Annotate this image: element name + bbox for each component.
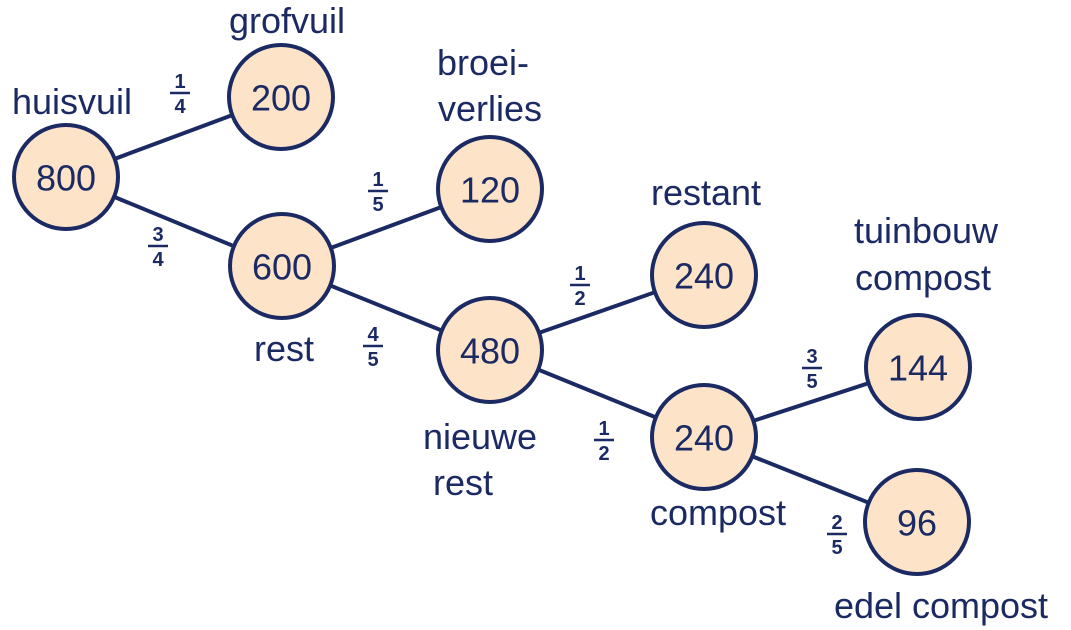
node-value: 600 [252, 247, 312, 288]
label-nieuwe-rest-line2: rest [433, 462, 493, 503]
label-grofvuil: grofvuil [229, 0, 345, 41]
fraction-numerator: 4 [367, 324, 379, 346]
node-n200: 200 [227, 43, 335, 151]
fraction-4-5: 45 [363, 324, 383, 371]
node-value: 240 [674, 418, 734, 459]
fraction-3-5: 35 [802, 346, 822, 393]
fraction-numerator: 1 [174, 71, 185, 93]
label-tuinbouw-line2: compost [855, 257, 991, 298]
node-n240b: 240 [650, 383, 758, 491]
node-n800: 800 [12, 123, 120, 231]
node-circle [863, 468, 971, 576]
fraction-numerator: 1 [372, 169, 383, 191]
fraction-3-4: 34 [148, 224, 168, 271]
fraction-numerator: 2 [831, 512, 842, 534]
label-nieuwe-rest-line1: nieuwe [423, 416, 537, 457]
node-value: 144 [888, 348, 948, 389]
node-value: 120 [460, 170, 520, 211]
node-n600: 600 [228, 212, 336, 320]
node-value: 480 [460, 331, 520, 372]
node-value: 240 [674, 256, 734, 297]
fraction-denominator: 5 [806, 371, 817, 393]
node-circle [227, 43, 335, 151]
label-edel-compost: edel compost [834, 585, 1048, 626]
node-n120: 120 [436, 135, 544, 243]
node-n480: 480 [436, 296, 544, 404]
labels-layer: huisvuil grofvuil broei- verlies rest re… [12, 0, 1048, 626]
node-n240a: 240 [650, 221, 758, 329]
label-huisvuil: huisvuil [12, 81, 132, 122]
fraction-denominator: 5 [831, 537, 842, 559]
fraction-1-2: 12 [594, 418, 614, 465]
node-circle [650, 221, 758, 329]
label-broeiverlies-line2: verlies [438, 88, 542, 129]
fraction-numerator: 3 [152, 224, 163, 246]
fraction-1-2: 12 [570, 263, 590, 310]
fraction-denominator: 2 [574, 288, 585, 310]
label-rest: rest [254, 328, 314, 369]
fraction-denominator: 5 [372, 194, 383, 216]
fraction-1-5: 15 [368, 169, 388, 216]
node-n96: 96 [863, 468, 971, 576]
fraction-denominator: 5 [367, 349, 378, 371]
fraction-denominator: 4 [174, 96, 186, 118]
fraction-1-4: 14 [170, 71, 190, 118]
node-circle [864, 313, 972, 421]
node-circle [650, 383, 758, 491]
fraction-numerator: 1 [598, 418, 609, 440]
node-value: 200 [251, 78, 311, 119]
node-n144: 144 [864, 313, 972, 421]
fraction-numerator: 1 [574, 263, 585, 285]
fraction-2-5: 25 [827, 512, 847, 559]
label-restant: restant [651, 172, 761, 213]
node-circle [436, 135, 544, 243]
node-circle [228, 212, 336, 320]
node-value: 96 [897, 503, 937, 544]
fraction-numerator: 3 [806, 346, 817, 368]
label-tuinbouw-line1: tuinbouw [854, 210, 999, 251]
fraction-denominator: 4 [152, 249, 164, 271]
node-circle [12, 123, 120, 231]
node-circle [436, 296, 544, 404]
node-value: 800 [36, 158, 96, 199]
fraction-denominator: 2 [598, 443, 609, 465]
label-compost: compost [650, 492, 786, 533]
label-broeiverlies-line1: broei- [437, 42, 529, 83]
